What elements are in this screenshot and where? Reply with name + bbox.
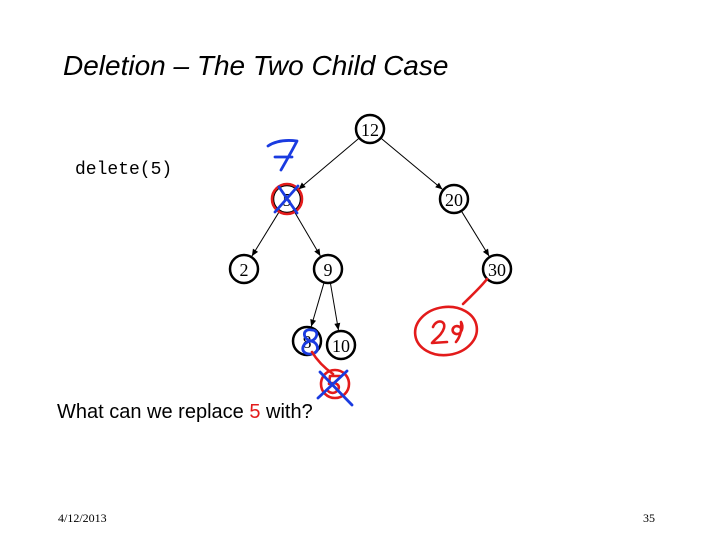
arrowhead-n20-n30 [482, 248, 490, 257]
edge-n9-n10 [329, 282, 339, 331]
edge-n9-n8 [310, 282, 325, 327]
edge-n12-n20 [380, 137, 443, 190]
node-circle [325, 329, 357, 361]
arrowhead-n9-n8 [310, 319, 317, 327]
tree-node-2: 2 [228, 253, 260, 285]
arrowhead-n5-n9 [314, 248, 321, 257]
slide-date: 4/12/2013 [58, 511, 107, 525]
deleted-node-red-circle [270, 182, 304, 216]
question-text: What can we replace 5 with? [57, 401, 313, 424]
edge-n20-n30 [460, 210, 490, 257]
node-circle [312, 253, 344, 285]
node-circle [481, 253, 513, 285]
question-suffix: with? [260, 401, 313, 423]
slide-title: Deletion – The Two Child Case [63, 50, 449, 81]
question-prefix: What can we replace [57, 401, 250, 423]
move-line [310, 350, 335, 376]
moved-node-circle [319, 368, 351, 400]
handwritten-8 [301, 328, 319, 356]
tree-node-30: 30 [481, 253, 513, 285]
node-label: 12 [361, 120, 379, 140]
slide-page-number: 35 [643, 511, 655, 525]
cross-out-moved [316, 369, 354, 407]
node-circle [438, 183, 470, 215]
tree-node-10: 10 [325, 329, 357, 361]
node-circle [228, 253, 260, 285]
tree-node-12: 12 [354, 113, 386, 145]
insert-line [461, 277, 489, 306]
node-label: 20 [445, 190, 463, 210]
delete-call: delete(5) [75, 160, 173, 180]
tree-edges [251, 137, 490, 331]
cross-out-5 [273, 184, 300, 215]
edge-n12-n5 [298, 137, 360, 190]
node-label: 10 [332, 336, 350, 356]
arrowhead-n9-n10 [334, 322, 341, 331]
handwritten-29 [430, 320, 464, 345]
ink-annotations [266, 139, 489, 407]
handwritten-7 [266, 139, 299, 172]
tree-node-9: 9 [312, 253, 344, 285]
tree-node-20: 20 [438, 183, 470, 215]
arrowhead-n12-n5 [298, 182, 306, 190]
node-label: 30 [488, 260, 506, 280]
arrowhead-n5-n2 [251, 248, 259, 257]
node-circle [354, 113, 386, 145]
new-node-circle [413, 305, 479, 357]
node-label: 9 [324, 260, 333, 280]
arrowhead-n12-n20 [435, 182, 443, 190]
edge-n5-n9 [293, 210, 321, 257]
question-value: 5 [249, 401, 261, 423]
edge-n5-n2 [251, 210, 281, 257]
node-label: 2 [240, 260, 249, 280]
